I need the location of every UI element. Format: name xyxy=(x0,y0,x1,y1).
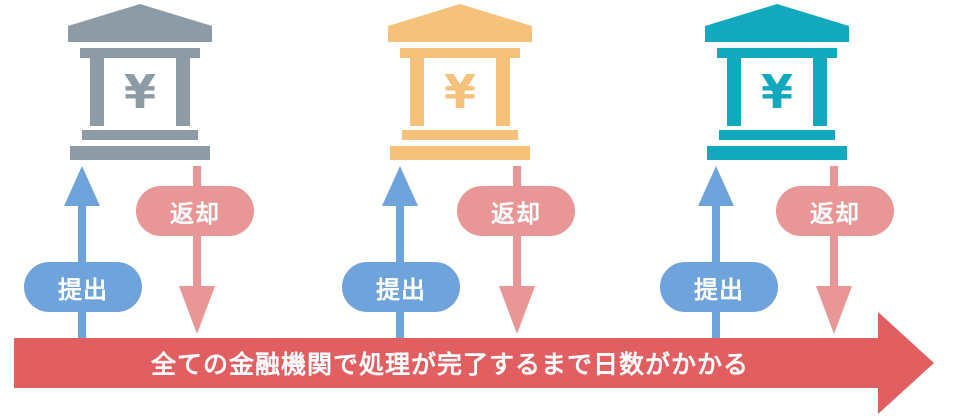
return-arrow-head-3 xyxy=(816,286,852,334)
submit-label-bank-3: 提出 xyxy=(660,262,778,312)
submit-arrow-head-3 xyxy=(698,166,734,206)
return-arrow-head-1 xyxy=(179,286,215,334)
submit-label-bank-2: 提出 xyxy=(342,262,460,312)
return-label-bank-1: 返却 xyxy=(136,186,254,236)
svg-text:¥: ¥ xyxy=(761,65,793,119)
return-label-bank-2: 返却 xyxy=(457,186,575,236)
bank-icon-1: ¥ xyxy=(68,4,212,160)
return-label-bank-3: 返却 xyxy=(776,186,894,236)
submit-arrow-head-2 xyxy=(382,166,418,206)
svg-text:¥: ¥ xyxy=(124,65,156,119)
timeline-arrow xyxy=(14,312,934,414)
bank-icon-3: ¥ xyxy=(705,4,849,160)
timeline-banner-text: 全ての金融機関で処理が完了するまで日数がかかる xyxy=(150,350,749,379)
submit-label-bank-1: 提出 xyxy=(24,262,142,312)
bank-icon-2: ¥ xyxy=(388,4,532,160)
svg-text:¥: ¥ xyxy=(444,65,476,119)
return-arrow-head-2 xyxy=(499,286,535,334)
submit-arrow-head-1 xyxy=(64,166,100,206)
